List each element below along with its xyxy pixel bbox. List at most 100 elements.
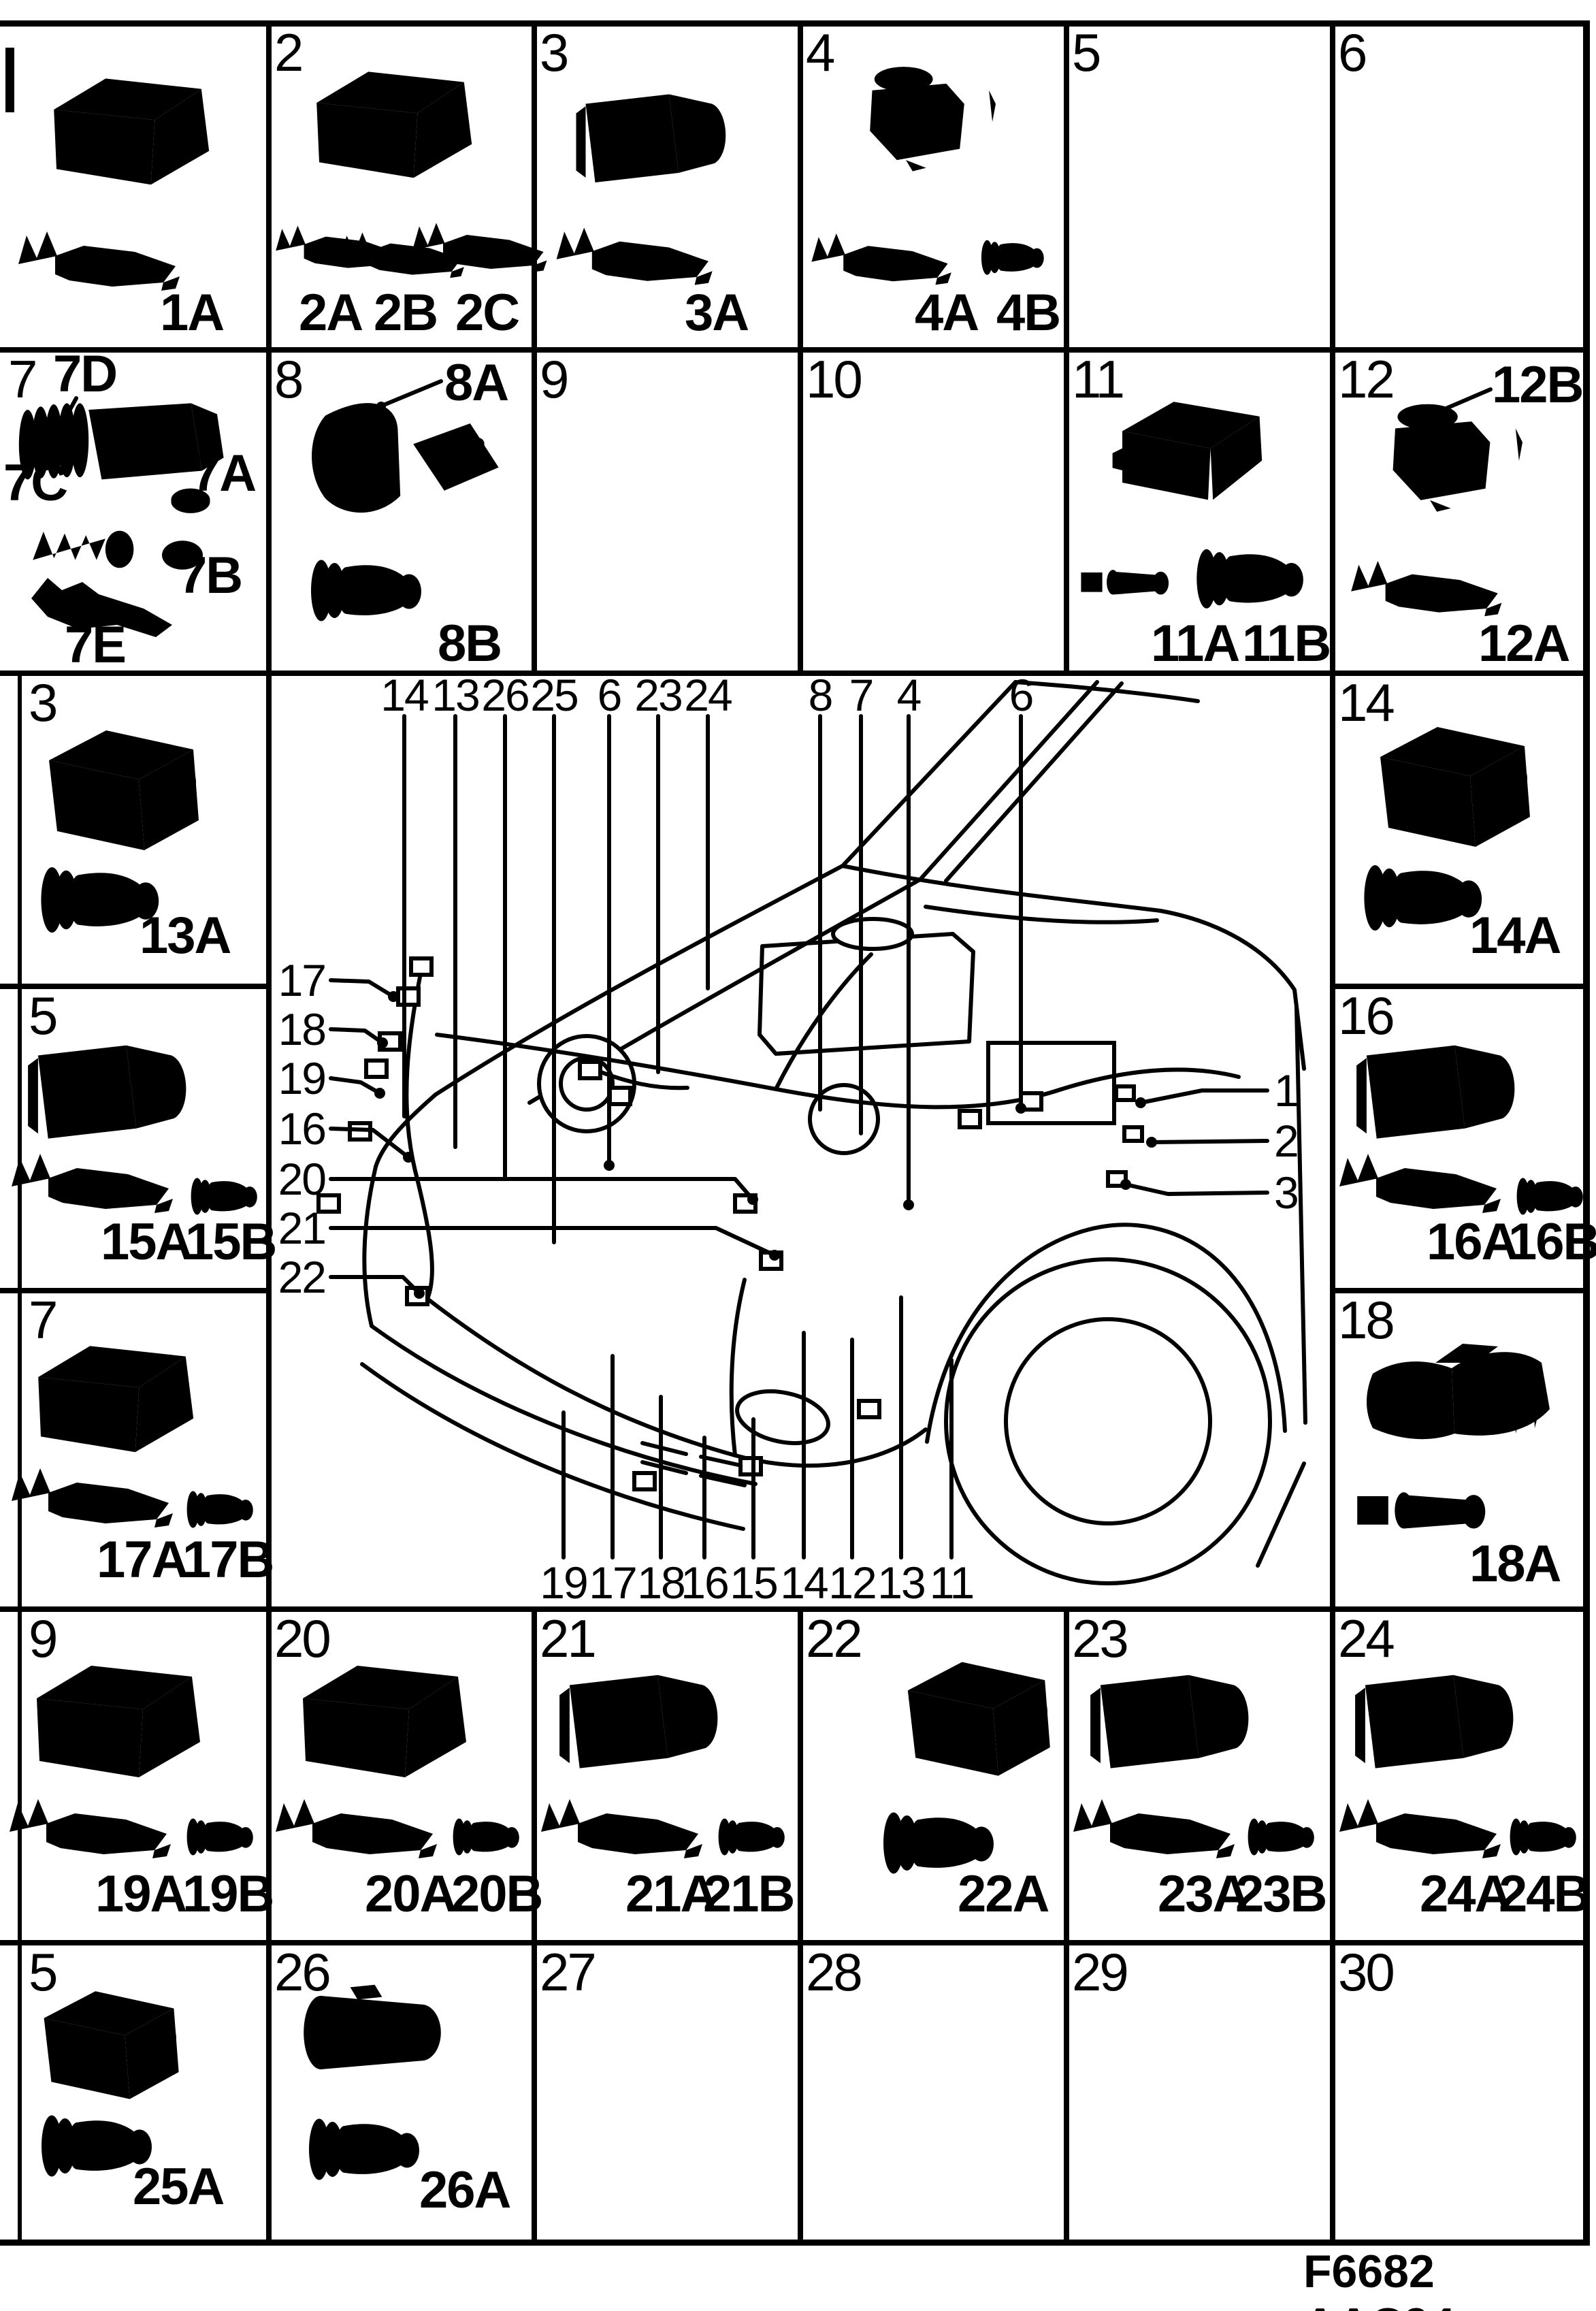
part-label-1A: 1A — [160, 284, 225, 342]
cell-number: 26 — [274, 1942, 331, 2002]
part-label-8B: 8B — [438, 615, 502, 673]
cell-number: 12 — [1338, 349, 1395, 409]
cell-number: 2 — [274, 22, 304, 82]
cell-number: 22 — [806, 1609, 863, 1668]
relay-housing-icon — [1098, 385, 1282, 507]
cell-number: 30 — [1338, 1942, 1395, 2002]
callout-bottom-11-8: 11 — [929, 1557, 975, 1608]
cell-number: 5 — [1072, 22, 1101, 82]
callout-bottom-19-0: 19 — [540, 1557, 588, 1608]
cell-number: 9 — [29, 1609, 58, 1668]
seal-boot-icon — [444, 1809, 530, 1864]
seal-boot-icon — [1183, 534, 1321, 624]
grid-line — [1330, 20, 1335, 2240]
cell-number: 28 — [806, 1942, 863, 2002]
cell-number: 18 — [1338, 1290, 1395, 1350]
cell-number: 7 — [29, 1290, 58, 1350]
multi-pin-connector-housing-icon — [15, 1325, 222, 1468]
three-cavity-boot-connector-icon — [1354, 1322, 1571, 1458]
callout-left-21-5: 21 — [278, 1203, 327, 1253]
cell-number: 10 — [806, 349, 863, 409]
part-label-20B: 20B — [451, 1865, 543, 1923]
grid-line — [798, 1606, 803, 2240]
cell-number: 20 — [274, 1609, 331, 1668]
two-cavity-connector-icon — [17, 1974, 201, 2109]
car-body-outline — [360, 680, 1307, 1585]
grid-line — [0, 20, 1590, 27]
part-label-7C: 7C — [3, 454, 68, 512]
cell-number: 6 — [1338, 22, 1367, 82]
part-label-2C: 2C — [455, 284, 520, 342]
cell-number: 3 — [29, 673, 58, 732]
callout-left-16-3: 16 — [278, 1103, 327, 1154]
callout-right-1-0: 1 — [1274, 1065, 1299, 1116]
crimp-terminal-icon — [1, 1789, 185, 1871]
grid-line — [0, 984, 266, 989]
cell-number: 8 — [274, 349, 304, 409]
part-label-15A: 15A — [101, 1213, 193, 1271]
grid-line — [1064, 20, 1069, 670]
grid-line — [1330, 1288, 1590, 1293]
callout-top-14-0: 14 — [380, 670, 429, 720]
harness-connectors — [316, 956, 1144, 1491]
part-label-25A: 25A — [133, 2158, 225, 2216]
catalog-cell-30: 30 — [1330, 1940, 1590, 2240]
grid-line — [18, 670, 22, 2240]
grid-line — [0, 347, 1590, 353]
two-cavity-connector-icon — [1350, 708, 1554, 858]
part-label-15B: 15B — [185, 1213, 277, 1271]
cell-number: 23 — [1072, 1609, 1129, 1668]
wiring-harness — [404, 905, 1241, 1468]
part-label-7E: 7E — [65, 616, 127, 674]
bullet-terminal-icon — [1074, 555, 1198, 608]
part-label-12B: 12B — [1492, 356, 1584, 414]
grid-line — [0, 1940, 1590, 1945]
callout-top-6-4: 6 — [597, 670, 623, 720]
catalog-cell-8: 8 8A 8B — [266, 347, 532, 670]
multi-pin-connector-housing-icon — [31, 58, 238, 200]
seal-boot-icon — [1501, 1809, 1587, 1864]
part-label-7B: 7B — [178, 547, 243, 604]
cell-number: 9 — [540, 349, 569, 409]
cell-number: 5 — [29, 986, 58, 1046]
part-label-12A: 12A — [1478, 615, 1570, 673]
crimp-terminal-icon — [267, 1789, 451, 1871]
seal-boot-icon — [297, 545, 440, 636]
engine-bay-components — [537, 917, 1116, 1155]
catalog-cell-12: 12 12B 12A — [1330, 347, 1590, 670]
callout-left-17-0: 17 — [278, 955, 327, 1005]
two-cavity-connector-icon — [879, 1644, 1073, 1786]
part-label-16A: 16A — [1427, 1213, 1518, 1271]
callout-bottom-17-1: 17 — [589, 1557, 637, 1608]
grid-line — [798, 20, 803, 670]
catalog-cell-5: 5 — [1064, 20, 1330, 347]
callout-top-7-8: 7 — [849, 670, 875, 720]
callout-left-18-1: 18 — [278, 1004, 327, 1054]
part-label-2B: 2B — [374, 284, 438, 342]
grid-line — [532, 20, 537, 670]
callout-bottom-14-5: 14 — [780, 1557, 828, 1608]
callout-top-6-10: 6 — [1009, 670, 1035, 720]
crimp-terminal-icon — [1065, 1789, 1249, 1871]
part-label-19B: 19B — [182, 1865, 274, 1923]
part-label-22A: 22A — [958, 1865, 1049, 1923]
seal-boot-icon — [178, 1482, 264, 1537]
catalog-cell-29: 29 — [1064, 1940, 1330, 2240]
multi-pin-connector-housing-icon — [278, 1644, 496, 1794]
part-label-8A: 8A — [444, 354, 509, 412]
callout-bottom-13-7: 13 — [877, 1557, 926, 1608]
plate-code: F6682 AAC94 — [1303, 2246, 1455, 2311]
cell-number: 3 — [540, 22, 569, 82]
callout-top-8-7: 8 — [808, 670, 834, 720]
